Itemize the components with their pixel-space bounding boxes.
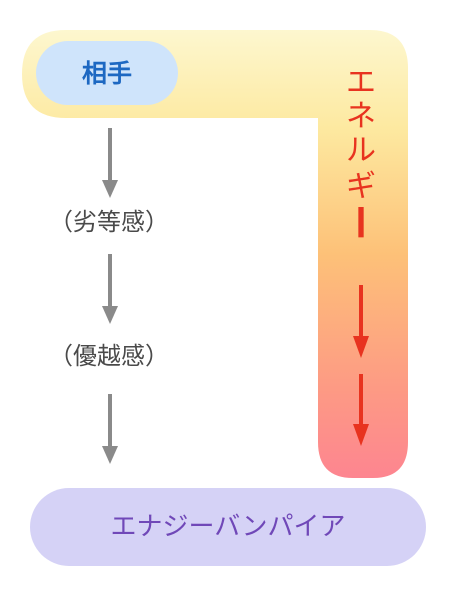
source-node: 相手 xyxy=(36,41,178,105)
flow-arrow-3 xyxy=(102,394,118,464)
target-label: エナジーバンパイア xyxy=(110,512,346,542)
energy-label-char: ネ xyxy=(346,99,376,134)
energy-label-char: ギ xyxy=(346,169,376,204)
energy-arrow-2 xyxy=(353,374,369,446)
energy-label-char: | xyxy=(352,203,370,238)
flow-arrow-2 xyxy=(102,254,118,324)
flow-arrow-1 xyxy=(102,128,118,198)
target-node: エナジーバンパイア xyxy=(30,488,426,566)
stage-label-inferiority: （劣等感） xyxy=(49,208,169,236)
energy-label-char: ル xyxy=(346,133,376,168)
source-label: 相手 xyxy=(81,58,132,88)
energy-label-char: エ xyxy=(346,65,376,100)
stage-label-superiority: （優越感） xyxy=(49,342,169,370)
energy-arrow-1 xyxy=(353,285,369,358)
